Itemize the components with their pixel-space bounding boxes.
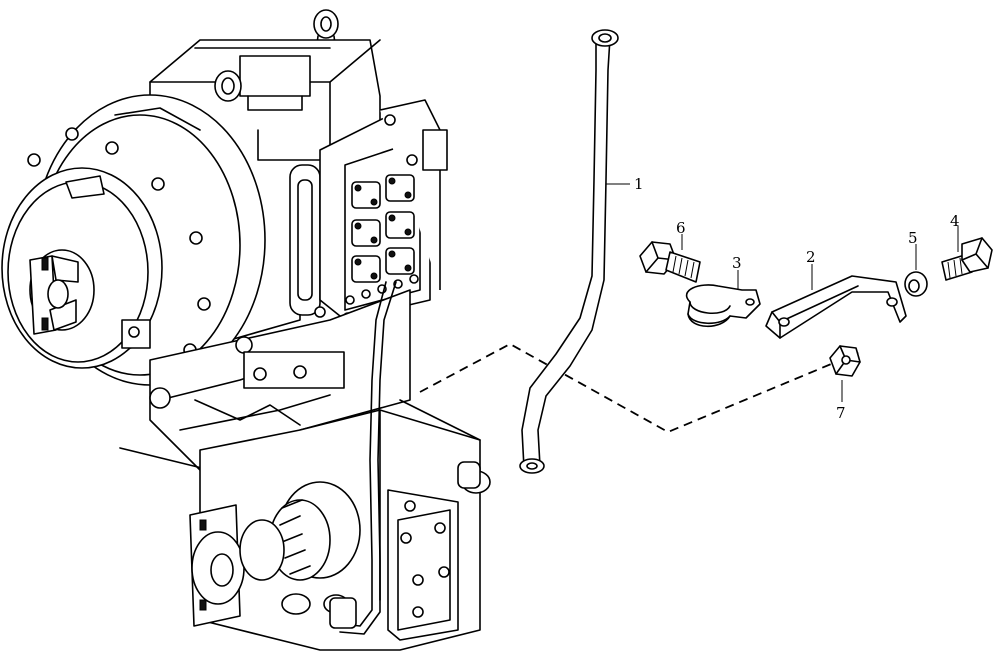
clamp [685, 284, 761, 327]
middle-casing [119, 289, 411, 471]
transmission-assembly [1, 9, 491, 651]
output-yoke-front [29, 249, 95, 335]
callout-7: 7 [836, 404, 846, 422]
callout-6: 6 [676, 219, 686, 237]
bracket [765, 275, 907, 339]
callout-1: 1 [634, 175, 644, 193]
callout-5: 5 [908, 229, 918, 247]
converter-housing [1, 94, 266, 386]
lifting-eye-top [313, 9, 339, 53]
bolt-right [941, 237, 993, 281]
callout-2: 2 [806, 248, 816, 266]
transmission-oil-line [329, 281, 397, 635]
splined-shaft [239, 481, 361, 615]
washer [904, 271, 928, 297]
hose [519, 29, 619, 474]
lower-casing [189, 399, 491, 651]
mounting-alignment-line [419, 342, 861, 433]
bolt-left [639, 241, 701, 283]
callout-3: 3 [732, 254, 742, 272]
output-yoke-rear [189, 504, 245, 627]
callout-4: 4 [950, 212, 960, 230]
nut [829, 345, 861, 377]
side-cover-plate [387, 489, 459, 641]
